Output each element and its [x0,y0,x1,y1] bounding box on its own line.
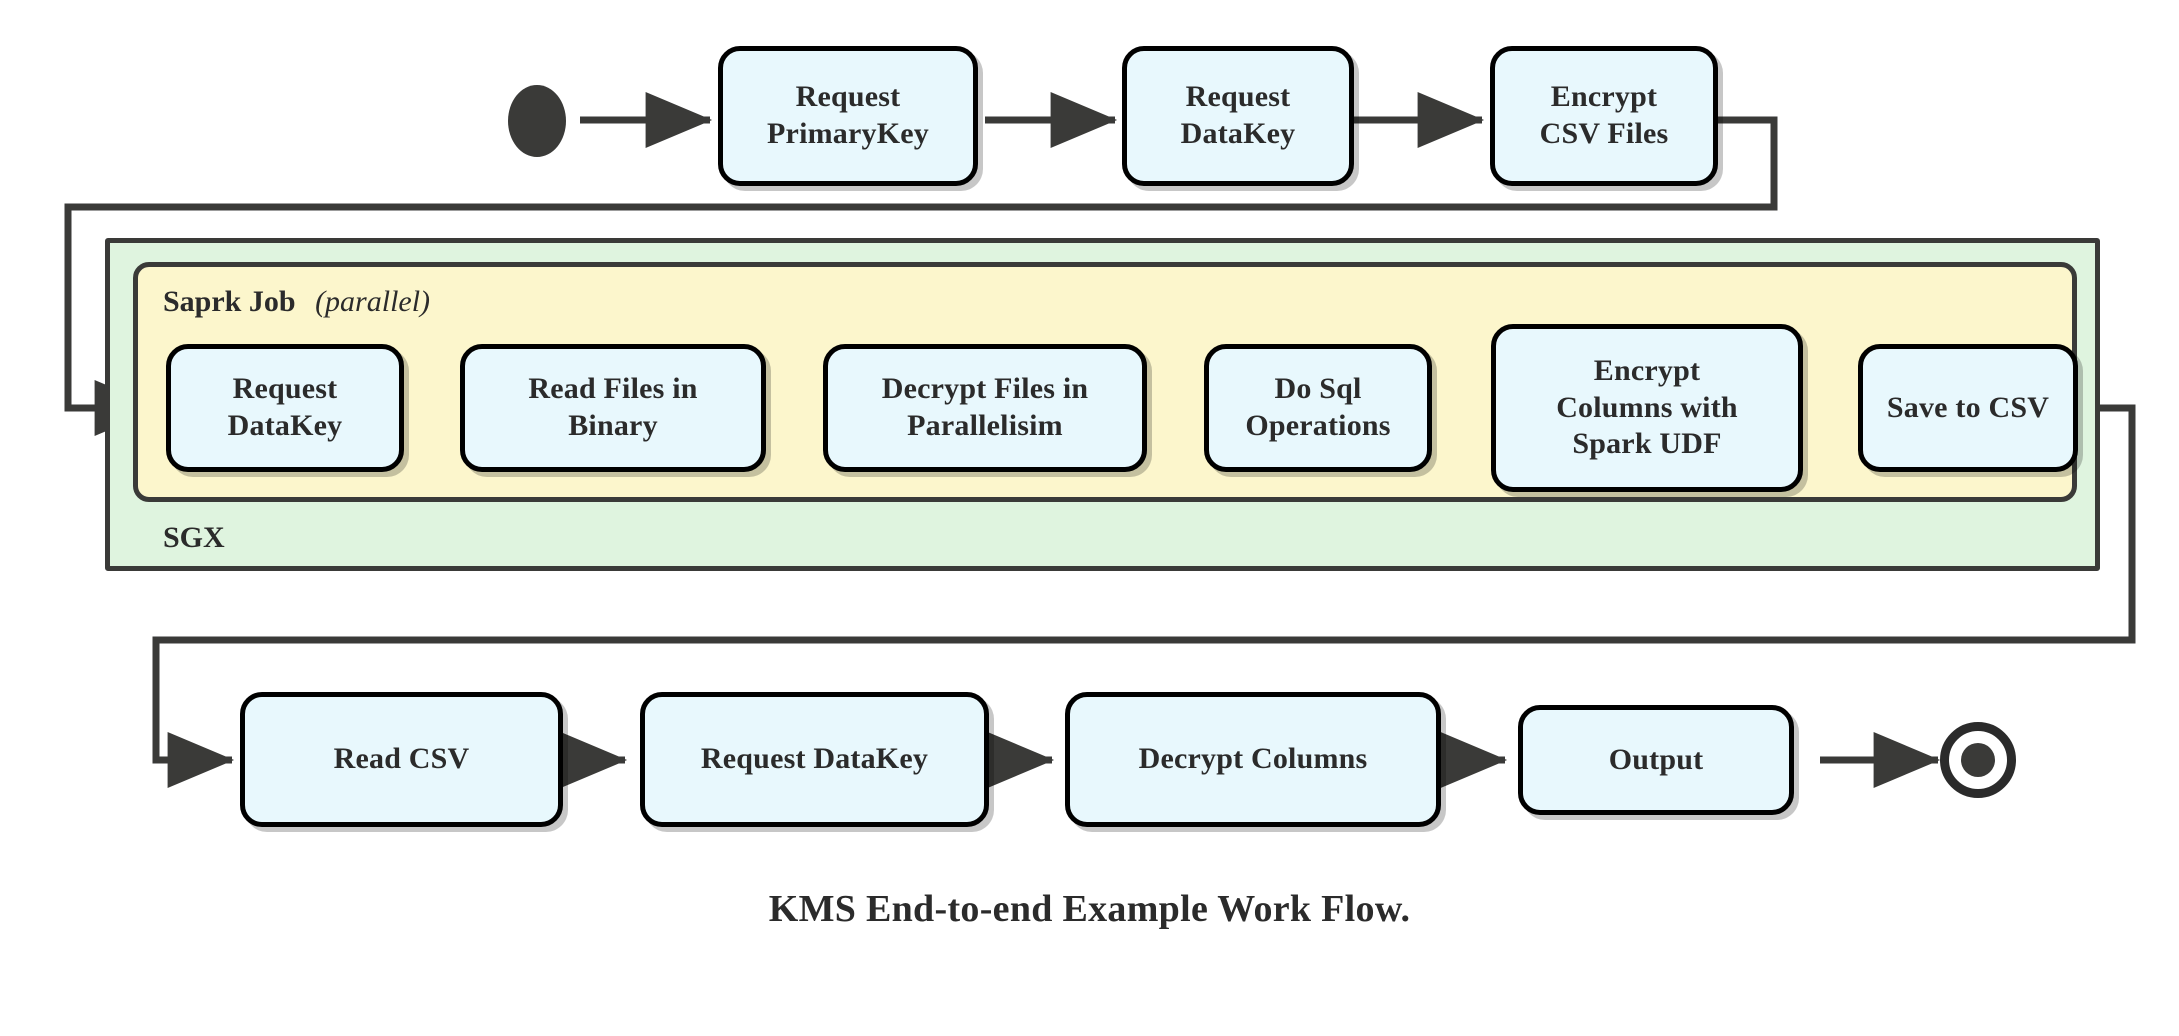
container-sgx-label-text: SGX [163,521,225,554]
edge-encrypt-csv-files-to-request-datakey-spark [64,116,1778,436]
node-request-primarykey-line-1: Request [795,80,901,114]
node-request-primarykey-line-2: PrimaryKey [767,117,929,150]
node-save-to-csv[interactable]: Save to CSV [1858,344,2078,472]
container-spark-job-label-italic: (parallel) [315,285,431,318]
node-request-datakey-top-line-1: Request [1185,80,1291,114]
node-encrypt-columns-with-spark-udf-line-1: Encrypt [1593,354,1701,388]
node-encrypt-columns-with-spark-udf-line-3: Spark UDF [1572,427,1722,461]
container-spark-job-label-main: Saprk Job [163,285,296,318]
node-do-sql-operations-line-2: Operations [1245,409,1391,442]
container-spark-job-label: Saprk Job (parallel) [163,285,430,319]
node-request-datakey-bottom[interactable]: Request DataKey [640,692,989,827]
edge-save-to-csv-to-read-csv [152,404,2136,788]
node-encrypt-columns-with-spark-udf-line-2: Columns with [1556,390,1738,424]
node-encrypt-columns-with-spark-udf[interactable]: Encrypt Columns with Spark UDF [1491,324,1803,492]
node-do-sql-operations-line-1: Do Sql [1274,372,1362,406]
node-encrypt-csv-files-line-1: Encrypt [1550,80,1658,114]
node-do-sql-operations[interactable]: Do Sql Operations [1204,344,1432,472]
node-decrypt-columns[interactable]: Decrypt Columns [1065,692,1441,827]
node-decrypt-files-in-parallelisim-line-1: Decrypt Files in [881,372,1089,406]
node-request-datakey-spark-line-1: Request [232,372,338,406]
node-output-line-1: Output [1608,742,1704,776]
node-request-datakey-top-line-2: DataKey [1180,117,1296,150]
start-node-icon [508,85,566,157]
node-decrypt-columns-line-1: Decrypt Columns [1138,742,1368,776]
node-request-datakey-top[interactable]: Request DataKey [1122,46,1354,186]
node-output[interactable]: Output [1518,705,1794,815]
diagram-caption-text: KMS End-to-end Example Work Flow. [768,888,1411,930]
node-encrypt-csv-files[interactable]: Encrypt CSV Files [1490,46,1718,186]
container-sgx-label: SGX [163,521,225,555]
node-request-datakey-spark-line-2: DataKey [227,409,343,442]
node-decrypt-files-in-parallelisim[interactable]: Decrypt Files in Parallelisim [823,344,1147,472]
node-request-primarykey[interactable]: Request PrimaryKey [718,46,978,186]
node-read-files-in-binary-line-1: Read Files in [528,372,698,406]
node-encrypt-csv-files-line-2: CSV Files [1539,117,1669,150]
end-node-icon [1940,722,2016,798]
diagram-caption: KMS End-to-end Example Work Flow. [0,887,2179,931]
node-request-datakey-spark[interactable]: Request DataKey [166,344,404,472]
node-read-csv[interactable]: Read CSV [240,692,563,827]
node-read-csv-line-1: Read CSV [333,742,470,776]
node-save-to-csv-line-1: Save to CSV [1886,390,2050,424]
node-read-files-in-binary-line-2: Binary [568,409,658,442]
node-request-datakey-bottom-line-1: Request DataKey [700,742,929,776]
node-decrypt-files-in-parallelisim-line-2: Parallelisim [907,409,1063,442]
end-node-inner-dot [1961,743,1995,777]
node-read-files-in-binary[interactable]: Read Files in Binary [460,344,766,472]
